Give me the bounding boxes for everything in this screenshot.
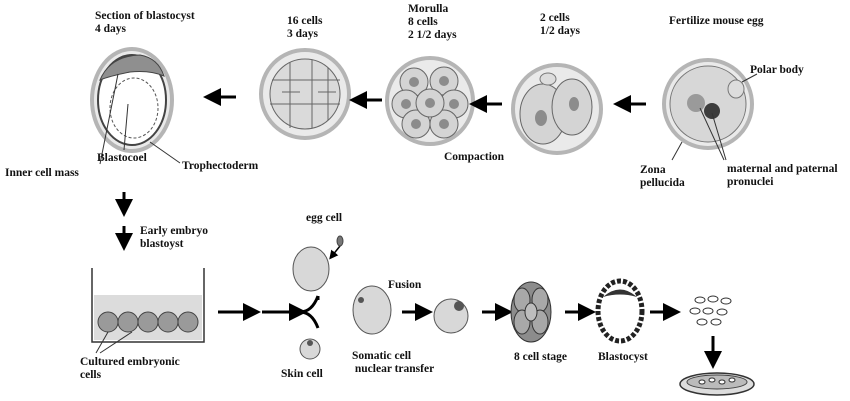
skin-cell [299,338,321,360]
label-scnt: Somatic cell nuclear transfer [352,350,435,375]
label-egg-cell: egg cell [306,212,343,224]
label-polar-body: Polar body [750,64,804,76]
top-arrows [203,88,646,113]
fused-egg [433,298,469,334]
bottom-arrows [218,303,722,369]
label-compaction: Compaction [444,151,505,163]
label-early-embryo: Early embryo blastoyst [140,225,209,250]
paternal-pronucleus [704,103,720,119]
blastocyst-section [90,47,181,165]
label-blastocyst-section: Section of blastocyst 4 days [95,10,195,35]
culture-dish [91,268,205,354]
label-fusion: Fusion [388,279,422,291]
egg-cell [292,235,344,292]
label-sixteen-cells: 16 cells 3 days [287,15,323,40]
morula-embryo [385,56,475,146]
fertilized-egg [662,58,758,161]
label-fertilize-egg: Fertilize mouse egg [669,15,764,27]
label-inner-cell-mass: Inner cell mass [5,167,79,179]
two-cell-embryo [511,63,603,155]
eight-cell-stage-embryo [510,281,552,343]
label-blastocyst: Blastocyst [598,351,648,363]
label-blastocoel: Blastocoel [97,152,147,164]
dispersed-cells [689,295,732,326]
label-trophectoderm: Trophectoderm [182,160,259,172]
label-two-cells: 2 cells 1/2 days [540,12,580,37]
label-cultured-cells: Cultured embryonic cells [80,356,180,381]
label-zona-pellucida: Zona pellucida [640,164,685,189]
label-skin-cell: Skin cell [281,368,323,380]
scnt-egg [352,285,392,335]
label-eight-cell-stage: 8 cell stage [514,351,568,363]
maternal-pronucleus [687,94,705,112]
blastocyst-bottom [595,278,645,344]
fusion-fork [299,245,341,329]
label-pronuclei: maternal and paternal pronuclei [727,163,838,188]
label-morulla: Morulla 8 cells 2 1/2 days [408,3,457,41]
petri-dish [679,372,755,396]
sixteen-cell-embryo [259,48,351,140]
polar-body [727,79,745,99]
